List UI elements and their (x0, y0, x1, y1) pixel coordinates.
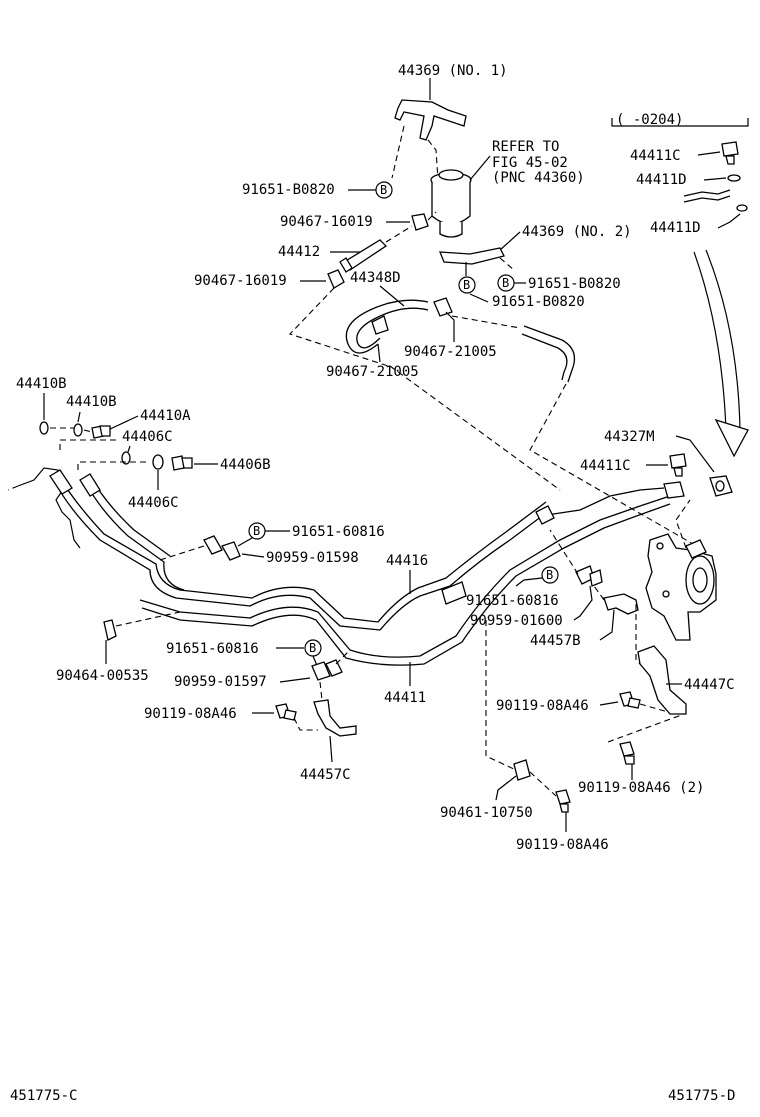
label-44369-no2: 44369 (NO. 2) (522, 224, 632, 240)
direction-arrow-icon (693, 249, 749, 458)
bracket-44369-no1 (394, 99, 467, 141)
label-44410a: 44410A (140, 408, 191, 424)
return-hose (521, 325, 576, 383)
label-91651-b0820-a: 91651-B0820 (242, 182, 335, 198)
label-91651-60816-b: 91651-60816 (466, 593, 559, 609)
clamp-90959-01600 (575, 565, 603, 587)
label-refer-to: REFER TO (492, 139, 559, 155)
union-bolt-44411c-a (721, 141, 739, 165)
label-90467-16019-a: 90467-16019 (280, 214, 373, 230)
footer-code-right: 451775-D (668, 1088, 735, 1104)
label-44411c-b: 44411C (580, 458, 631, 474)
label-90119-08a46-a: 90119-08A46 (144, 706, 237, 722)
label-refer-pnc: (PNC 44360) (492, 170, 585, 186)
label-91651-b0820-b: 91651-B0820 (528, 276, 621, 292)
label-44457c: 44457C (300, 767, 351, 783)
label-44369-no1: 44369 (NO. 1) (398, 63, 508, 79)
clamp-90959-01598 (203, 535, 241, 561)
footer-code-left: 451775-C (10, 1088, 77, 1104)
label-44348d: 44348D (350, 270, 401, 286)
union-bolt-44411c-b (669, 453, 687, 477)
label-44411d-b: 44411D (650, 220, 701, 236)
label-44411: 44411 (384, 690, 426, 706)
gasket-44410b-b (73, 423, 83, 437)
bracket-44457b (603, 593, 639, 615)
pipe-fragment (683, 189, 731, 203)
bolt-90119-d (555, 789, 571, 813)
clamp-90461-10750 (513, 759, 531, 781)
bracket-44457c (313, 699, 357, 737)
b-symbol-icon-2 (458, 276, 476, 294)
b-symbol-text: B (380, 183, 387, 197)
union-44327m (709, 475, 733, 497)
label-44411c-a: 44411C (630, 148, 681, 164)
clamp-90467-21005-a (433, 297, 453, 317)
clip-90464-00535 (103, 619, 117, 641)
bracket-44447c (637, 645, 687, 715)
label-90461-10750: 90461-10750 (440, 805, 533, 821)
label-44412: 44412 (278, 244, 320, 260)
label-44410b-b: 44410B (66, 394, 117, 410)
b-symbol-text-5: B (309, 641, 316, 655)
clamp-90959-01597 (311, 659, 343, 681)
label-44327m: 44327M (604, 429, 655, 445)
union-bolt-44406b (171, 455, 193, 471)
label-range: ( -0204) (616, 112, 683, 128)
label-44406c-b: 44406C (128, 495, 179, 511)
reservoir-tank (430, 169, 472, 238)
label-44406b: 44406B (220, 457, 271, 473)
label-90119-08a46-b: 90119-08A46 (496, 698, 589, 714)
hose-44412 (339, 239, 388, 273)
gasket-44411d-a (727, 174, 741, 182)
label-90467-21005-b: 90467-21005 (326, 364, 419, 380)
label-44410b-a: 44410B (16, 376, 67, 392)
label-90467-21005-a: 90467-21005 (404, 344, 497, 360)
b-symbol-icon-6 (541, 566, 559, 584)
label-44416: 44416 (386, 553, 428, 569)
b-symbol-text-6: B (546, 568, 553, 582)
variant-box (611, 118, 749, 127)
label-refer-fig: FIG 45-02 (492, 155, 568, 171)
gasket-44406c-b (152, 454, 164, 470)
label-91651-60816-c: 91651-60816 (166, 641, 259, 657)
b-symbol-text-4: B (253, 524, 260, 538)
steering-gear-edge (7, 467, 81, 549)
hose-clip-90467-a (411, 213, 429, 231)
power-steering-pump (645, 533, 717, 641)
label-44447c: 44447C (684, 677, 735, 693)
label-90467-16019-b: 90467-16019 (194, 273, 287, 289)
label-90959-01597: 90959-01597 (174, 674, 267, 690)
b-symbol-text-2: B (463, 278, 470, 292)
hose-clip-90467-b (327, 269, 345, 289)
hose-44348d (345, 299, 429, 354)
label-44406c-a: 44406C (122, 429, 173, 445)
union-bolt-44410a (91, 425, 111, 439)
label-90464-00535: 90464-00535 (56, 668, 149, 684)
label-91651-b0820-c: 91651-B0820 (492, 294, 585, 310)
label-90119-08a46-c: 90119-08A46 (2) (578, 780, 704, 796)
gasket-44411d-b (736, 204, 748, 212)
bolt-90119-b (619, 691, 641, 709)
label-91651-60816-a: 91651-60816 (292, 524, 385, 540)
b-symbol-text-3: B (502, 276, 509, 290)
pipe-end-fittings (49, 469, 685, 605)
bolt-90119-c (619, 741, 635, 765)
label-90959-01600: 90959-01600 (470, 613, 563, 629)
gasket-44406c-a (121, 451, 131, 465)
label-44457b: 44457B (530, 633, 581, 649)
bracket-44369-no2 (439, 247, 505, 265)
label-90959-01598: 90959-01598 (266, 550, 359, 566)
return-pipe-44411 (139, 487, 671, 666)
label-44411d-a: 44411D (636, 172, 687, 188)
label-90119-08a46-d: 90119-08A46 (516, 837, 609, 853)
gasket-44410b-a (39, 421, 49, 435)
bolt-90119-a (275, 703, 297, 721)
b-symbol-icon (375, 181, 393, 199)
